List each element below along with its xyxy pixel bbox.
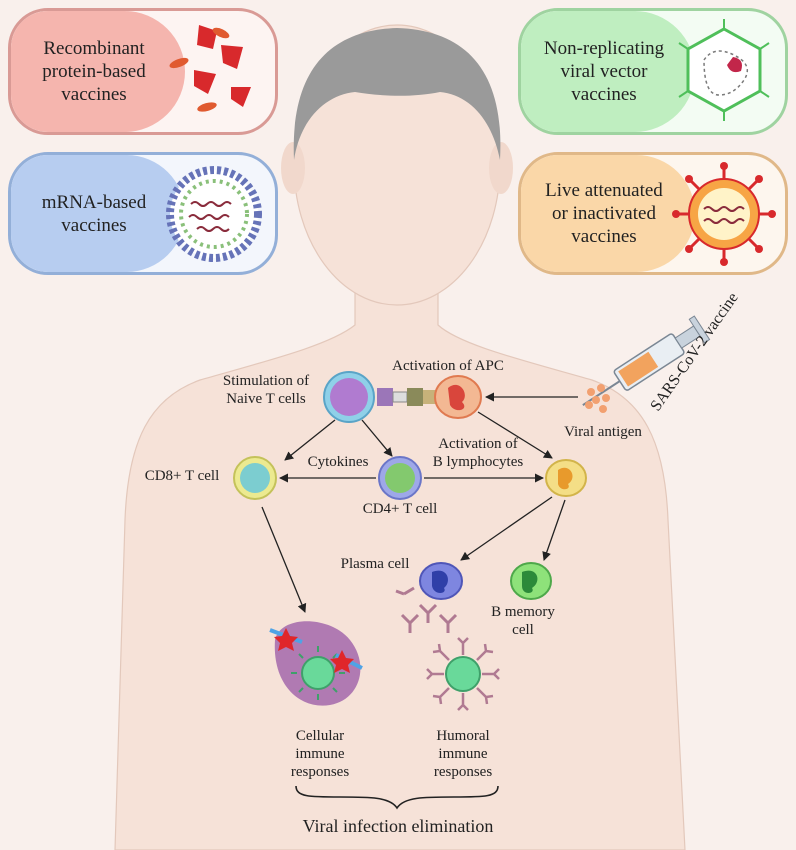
humoral-response-label: Humoral immune responses <box>433 728 493 780</box>
cd8-t-cell-icon <box>233 456 277 500</box>
hair <box>293 28 501 160</box>
cd4-t-cell-icon <box>378 456 422 500</box>
human-body-silhouette <box>114 291 686 850</box>
infected-cell-icon <box>269 621 363 706</box>
lipid-nanoparticle-icon <box>166 166 262 262</box>
viral-vector-vaccine-card: Non-replicating viral vector vaccines <box>518 8 788 135</box>
activation-b-label: Activation of B lymphocytes <box>432 436 524 470</box>
syringe-icon <box>582 315 711 406</box>
b-lymphocyte-icon <box>545 459 587 497</box>
mrna-vaccine-card: mRNA-based vaccines <box>8 152 278 275</box>
viral-elimination-label: Viral infection elimination <box>302 816 494 836</box>
cytokines-label: Cytokines <box>307 454 369 470</box>
viral-antigen-label: Viral antigen <box>564 424 642 440</box>
arrow-b-to-memory <box>542 499 566 561</box>
cd4-label: CD4+ T cell <box>362 501 438 517</box>
antibodies-icon <box>395 586 458 633</box>
arrow-cd8-to-cellular <box>261 506 307 613</box>
activation-apc-label: Activation of APC <box>392 358 504 374</box>
mrna-label: mRNA-based vaccines <box>41 191 147 236</box>
coronavirus-icon <box>672 162 776 266</box>
recombinant-vaccine-card: Recombinant protein-based vaccines <box>8 8 278 135</box>
brace <box>295 785 499 810</box>
protein-fragments-icon <box>169 25 251 112</box>
live-attenuated-vaccine-card: Live attenuated or inactivated vaccines <box>518 152 788 275</box>
neutralized-virus-icon <box>426 637 500 711</box>
cd8-label: CD8+ T cell <box>144 468 220 484</box>
live-attenuated-label: Live attenuated or inactivated vaccines <box>545 180 663 247</box>
tcr-mhc-complex-icon <box>377 388 437 406</box>
plasma-cell-icon <box>419 562 463 600</box>
viral-antigen-icon <box>585 384 610 413</box>
apc-cell-icon <box>434 375 482 419</box>
cellular-response-label: Cellular immune responses <box>290 728 350 780</box>
arrow-apc-to-b <box>477 411 553 459</box>
viral-vector-label: Non-replicating viral vector vaccines <box>543 38 665 105</box>
naive-t-cell-icon <box>323 371 375 423</box>
arrow-b-to-plasma <box>460 496 553 561</box>
arrow-naive-to-cd8 <box>284 419 336 461</box>
stimulation-naive-label: Stimulation of Naive T cells <box>222 373 310 407</box>
recombinant-label: Recombinant protein-based vaccines <box>42 38 146 105</box>
b-memory-cell-icon <box>510 562 552 600</box>
plasma-cell-label: Plasma cell <box>340 556 410 572</box>
b-memory-label: B memory cell <box>491 604 555 638</box>
arrow-naive-to-cd4 <box>361 419 393 457</box>
viral-vector-icon <box>678 19 770 121</box>
